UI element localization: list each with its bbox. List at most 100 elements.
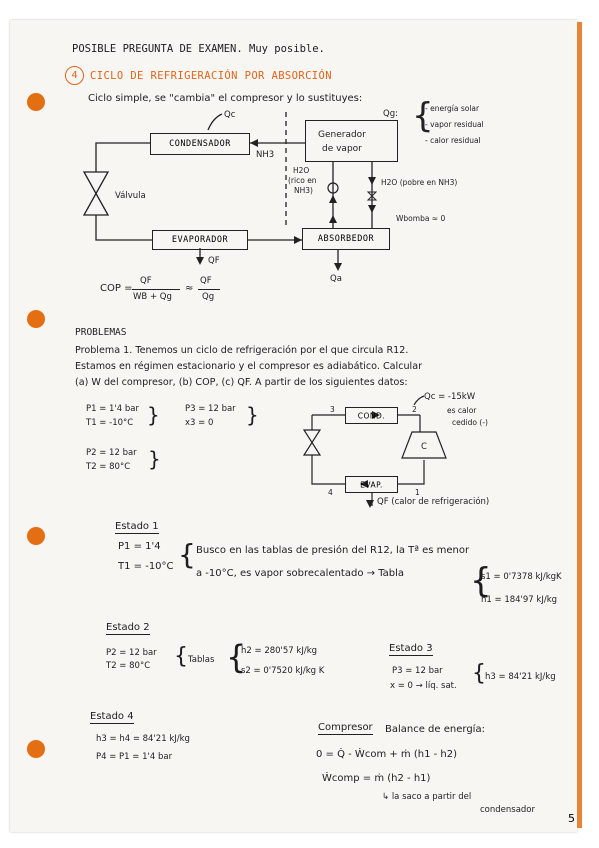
generador-box: Generador de vapor (305, 120, 398, 162)
evaporador-box: EVAPORADOR (152, 230, 248, 250)
nh3-label: NH3 (256, 150, 275, 160)
data-p2: P2 = 12 bar (86, 448, 137, 458)
topic-title: CICLO DE REFRIGERACIÓN POR ABSORCIÓN (90, 70, 332, 82)
data-brace-1: } (147, 403, 160, 427)
state-num-4: 4 (328, 488, 333, 497)
qf-label: QF (208, 256, 220, 266)
evap-label: EVAP. (360, 480, 383, 489)
state-num-1: 1 (415, 488, 420, 497)
page-title: POSIBLE PREGUNTA DE EXAMEN. Muy posible. (72, 43, 325, 55)
estado2-brace: { (174, 644, 188, 669)
estado4-heading: Estado 4 (90, 711, 134, 724)
condensador-label: CONDENSADOR (169, 139, 231, 149)
qg-brace: { (412, 96, 434, 136)
cond-label: COND. (357, 411, 386, 420)
estado4-h4: h3 = h4 = 84'21 kJ/kg (96, 734, 190, 744)
estado4-p4: P4 = P1 = 1'4 bar (96, 752, 173, 762)
compresor-eq-4: condensador (480, 805, 536, 815)
problema-line-3: (a) W del compresor, (b) COP, (c) QF. A … (75, 377, 408, 388)
qc-value: Qc = -15kW (424, 392, 476, 402)
estado1-p1: P1 = 1'4 (118, 541, 161, 552)
qc-note-1: es calor (447, 406, 477, 415)
data-t2: T2 = 80°C (86, 462, 131, 472)
compressor-label: C (421, 442, 427, 452)
data-brace-3: } (148, 447, 161, 471)
estado1-s1: s1 = 0'7378 kJ/kgK (481, 572, 562, 582)
estado3-brace: { (472, 661, 486, 686)
qg-source-3: - calor residual (425, 136, 481, 145)
compresor-balance: Balance de energía: (385, 724, 485, 735)
compresor-heading: Compresor (318, 722, 373, 735)
data-p3: P3 = 12 bar (185, 404, 236, 414)
h2o-rico-3: NH3) (294, 186, 313, 195)
estado3-p3: P3 = 12 bar (392, 666, 443, 676)
evap-box: EVAP. (345, 476, 398, 493)
estado1-brace: { (178, 538, 196, 571)
cop-lhs: COP = (100, 283, 133, 294)
condensador-box: CONDENSADOR (150, 133, 250, 155)
binder-hole-1 (27, 93, 45, 111)
absorbedor-label: ABSORBEDOR (317, 234, 375, 244)
cop-den2: Qg (202, 292, 215, 302)
estado2-t2: T2 = 80°C (106, 661, 151, 671)
evaporador-label: EVAPORADOR (171, 235, 229, 245)
binder-hole-3 (27, 527, 45, 545)
state-num-2: 2 (412, 405, 417, 414)
estado1-t1: T1 = -10°C (118, 561, 174, 572)
notebook-page (10, 20, 577, 832)
data-x3: x3 = 0 (185, 418, 214, 428)
cop-approx: ≈ (185, 283, 194, 294)
h2o-rico-2: (rico en (288, 176, 317, 185)
generador-label-1: Generador (318, 130, 366, 140)
absorbedor-box: ABSORBEDOR (302, 228, 390, 250)
estado3-h3: h3 = 84'21 kJ/kg (485, 672, 556, 682)
cop-fraction-bar-2 (198, 289, 220, 290)
estado2-p2: P2 = 12 bar (106, 648, 157, 658)
estado1-h1: h1 = 184'97 kJ/kg (481, 595, 558, 605)
estado1-text-1: Busco en las tablas de presión del R12, … (196, 545, 470, 556)
qc-label: Qc (224, 110, 236, 120)
qg-source-1: - energía solar (425, 104, 480, 113)
state-num-3: 3 (330, 405, 335, 414)
estado2-tablas: Tablas (188, 655, 215, 665)
problema-line-1: Problema 1. Tenemos un ciclo de refriger… (75, 345, 409, 356)
valvula-label: Válvula (115, 191, 146, 201)
problema-line-2: Estamos en régimen estacionario y el com… (75, 361, 423, 372)
estado1-brace-2: { (470, 561, 492, 601)
page-number: 5 (568, 812, 575, 825)
problemas-heading: PROBLEMAS (75, 327, 127, 338)
h2o-pobre-label: H2O (pobre en NH3) (381, 178, 458, 187)
cop-num2: QF (200, 276, 212, 286)
wbomba-label: Wbomba ≈ 0 (396, 214, 446, 223)
estado2-brace-2: { (226, 638, 247, 676)
intro-text: Ciclo simple, se "cambia" el compresor y… (88, 93, 363, 104)
cond-box: COND. (345, 407, 398, 424)
qg-label: Qg: (383, 109, 398, 119)
cop-fraction-bar-1 (132, 289, 180, 290)
estado2-h2: h2 = 280'57 kJ/kg (241, 646, 318, 656)
compresor-eq-1: 0 = Q̇ - Ẇcom + ṁ (h1 - h2) (316, 749, 458, 760)
qc-note-2: cedido (-) (452, 418, 488, 427)
estado1-heading: Estado 1 (115, 521, 159, 534)
binder-hole-4 (27, 740, 45, 758)
estado2-heading: Estado 2 (106, 622, 150, 635)
estado3-heading: Estado 3 (389, 643, 433, 656)
generador-label-2: de vapor (322, 144, 362, 154)
qf-note: QF (calor de refrigeración) (377, 497, 490, 507)
estado2-s2: s2 = 0'7520 kJ/kg K (241, 666, 325, 676)
data-brace-2: } (246, 403, 259, 427)
compresor-eq-3: ↳ la saco a partir del (382, 792, 472, 802)
cop-den1: WB + Qg (133, 292, 172, 302)
page-edge (577, 22, 582, 828)
data-p1: P1 = 1'4 bar (86, 404, 140, 414)
qg-source-2: - vapor residual (425, 120, 484, 129)
estado3-x: x = 0 → líq. sat. (390, 681, 457, 691)
qa-label: Qa (330, 274, 342, 284)
cop-num1: QF (140, 276, 152, 286)
data-t1: T1 = -10°C (86, 418, 134, 428)
estado1-text-2: a -10°C, es vapor sobrecalentado → Tabla (196, 568, 405, 579)
compresor-eq-2: Ẇcomp = ṁ (h2 - h1) (322, 773, 431, 784)
topic-number: 4 (65, 66, 84, 85)
